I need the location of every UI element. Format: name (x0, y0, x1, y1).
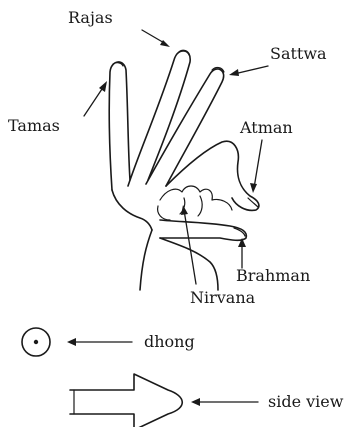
label-atman: Atman (240, 120, 293, 136)
side-view-shape (70, 374, 182, 427)
label-brahman: Brahman (236, 268, 310, 284)
ring-finger (128, 50, 190, 186)
label-tamas: Tamas (8, 118, 60, 134)
little-finger (109, 62, 130, 190)
label-rajas: Rajas (68, 10, 113, 26)
dhong-symbol (22, 328, 50, 356)
thumb (160, 220, 246, 240)
wrist-right (160, 238, 218, 290)
label-side-view: side view (268, 394, 343, 410)
wrist-left (140, 230, 152, 290)
label-sattwa: Sattwa (270, 46, 327, 62)
palm-edge (112, 190, 152, 230)
label-dhong: dhong (144, 334, 195, 350)
label-nirvana: Nirvana (190, 290, 255, 306)
curled-fingers (160, 186, 232, 210)
hand-illustration (109, 50, 259, 290)
